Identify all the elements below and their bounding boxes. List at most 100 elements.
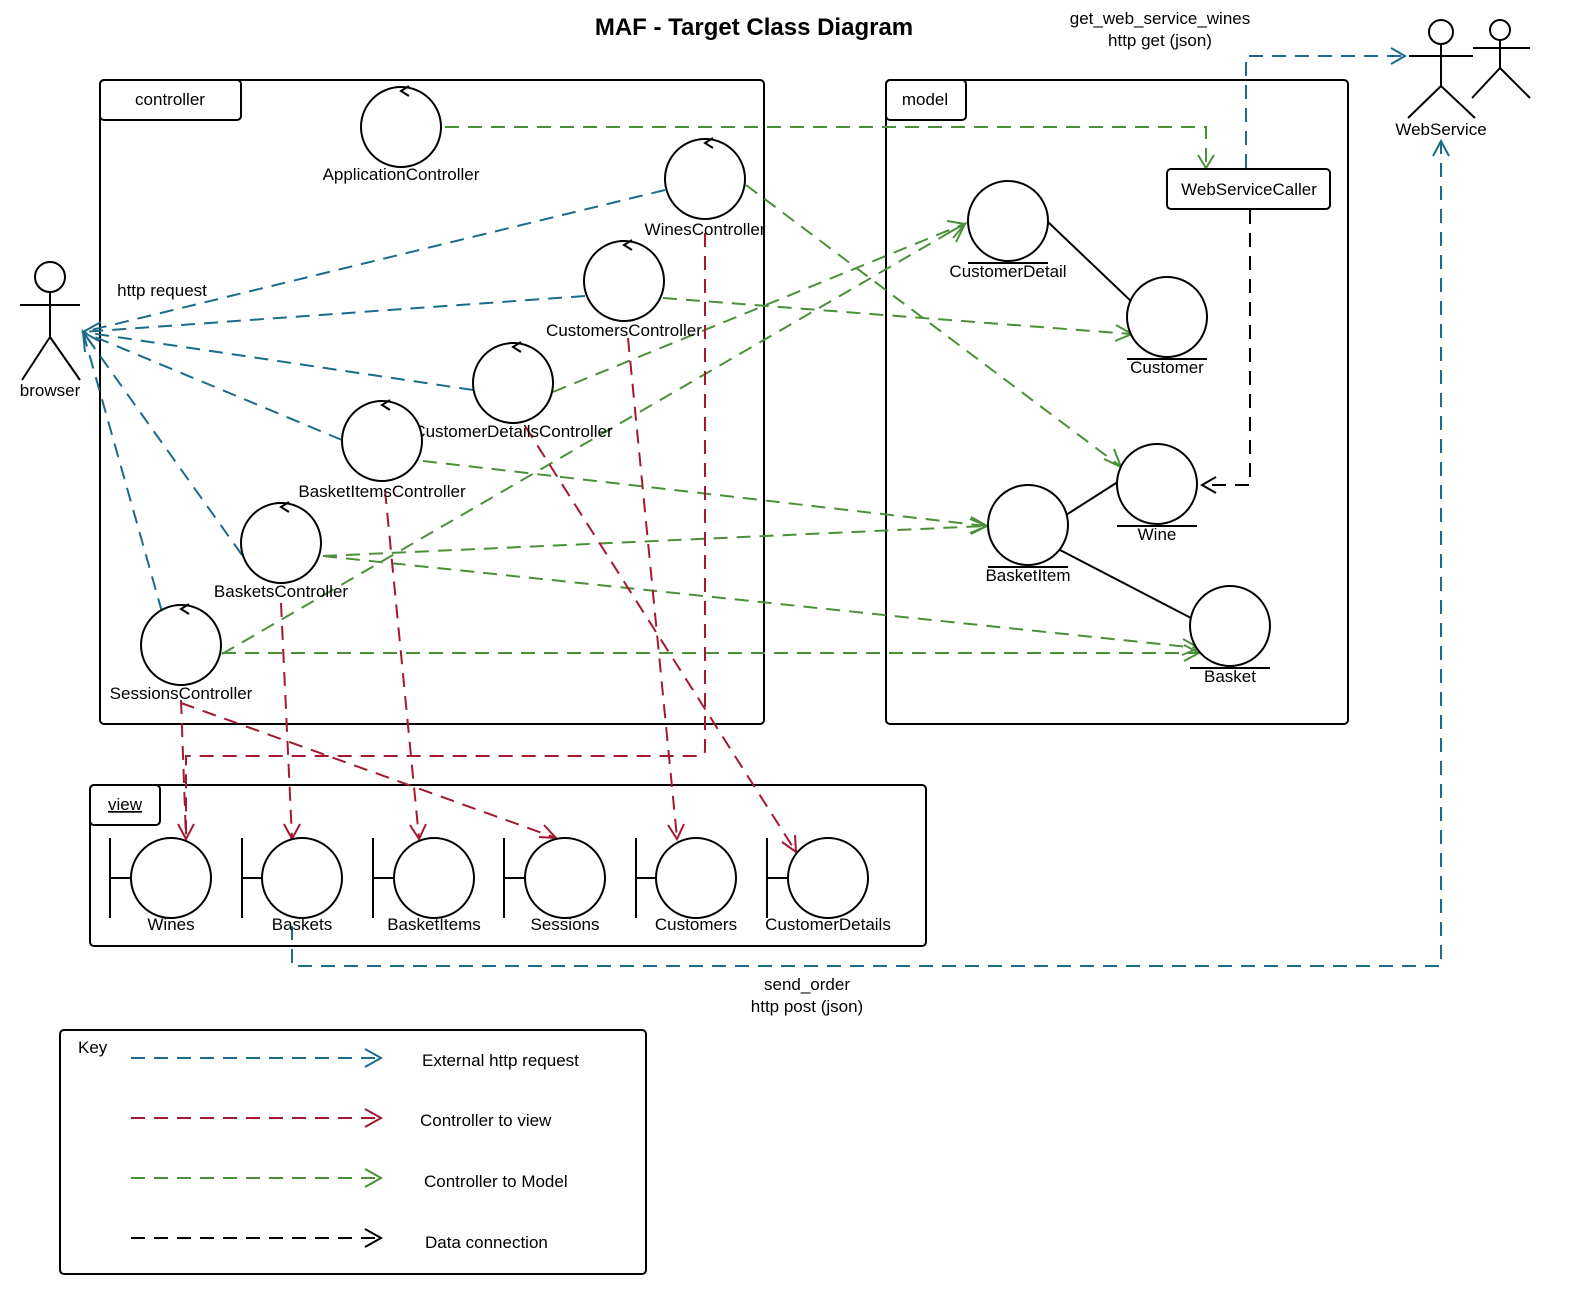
control-arrow-icon xyxy=(622,239,633,251)
webservice-actor: WebService xyxy=(1395,19,1531,139)
customers-view: Customers xyxy=(635,837,737,934)
application-controller: ApplicationController xyxy=(323,85,480,184)
basket-items-view: BasketItems xyxy=(372,837,481,934)
stick-figure-icon xyxy=(1407,19,1476,119)
svg-text:CustomerDetails: CustomerDetails xyxy=(765,915,891,934)
legend-item-controller-to-model: Controller to Model xyxy=(131,1168,568,1191)
basketitems-to-browser-connection xyxy=(82,331,343,441)
controller-package-label: controller xyxy=(135,90,205,109)
basketitems-controller-to-basketitems-view-connection xyxy=(384,489,420,839)
customers-controller-to-customers-view-connection xyxy=(627,337,678,839)
svg-text:CustomerDetail: CustomerDetail xyxy=(949,262,1066,281)
legend-item-controller-to-view: Controller to view xyxy=(131,1108,552,1130)
webservicecaller-to-webservice-connection xyxy=(1245,55,1403,168)
control-arrow-icon xyxy=(279,501,290,513)
baskets-controller: BasketsController xyxy=(214,501,349,601)
customers-to-customer-connection xyxy=(662,297,1132,335)
wines-view: Wines xyxy=(109,837,212,934)
send-order-protocol-label: http post (json) xyxy=(751,997,863,1016)
svg-text:BasketItem: BasketItem xyxy=(985,566,1070,585)
get-wines-label: get_web_service_wines xyxy=(1070,9,1251,28)
svg-text:Customers: Customers xyxy=(655,915,737,934)
svg-text:WinesController: WinesController xyxy=(645,220,766,239)
customer-details-view: CustomerDetails xyxy=(765,837,891,934)
customerdetails-to-browser-connection xyxy=(82,331,474,391)
external-http-connections xyxy=(80,47,1450,967)
svg-text:Wine: Wine xyxy=(1138,525,1177,544)
svg-text:BasketItemsController: BasketItemsController xyxy=(298,482,466,501)
baskets-view: Baskets xyxy=(241,837,343,934)
customerdetails-to-customerdetail-connection xyxy=(552,223,965,393)
stick-figure-icon xyxy=(20,261,81,381)
webservicecaller-class: WebServiceCaller xyxy=(1166,168,1331,210)
controller-to-model-connections xyxy=(221,126,1215,662)
svg-text:Controller to view: Controller to view xyxy=(420,1111,552,1130)
basket-entity: Basket xyxy=(1189,585,1271,686)
baskets-to-basket-connection xyxy=(322,555,1199,649)
view-package-label: view xyxy=(108,795,143,814)
application-to-webservicecaller-connection xyxy=(445,126,1207,166)
webservice-label: WebService xyxy=(1395,120,1486,139)
svg-text:ApplicationController: ApplicationController xyxy=(323,165,480,184)
wines-to-browser-connection xyxy=(82,189,666,333)
customers-controller: CustomersController xyxy=(546,239,702,340)
controller-to-view-connections xyxy=(177,233,798,855)
sessions-to-browser-connection xyxy=(82,331,163,613)
svg-text:Sessions: Sessions xyxy=(531,915,600,934)
baskets-to-basketitem-connection xyxy=(322,525,987,557)
customer-entity: Customer xyxy=(1126,276,1208,377)
svg-text:Customer: Customer xyxy=(1130,358,1204,377)
get-wines-protocol-label: http get (json) xyxy=(1108,31,1212,50)
customers-to-browser-connection xyxy=(82,295,586,333)
diagram-title: MAF - Target Class Diagram xyxy=(595,14,913,41)
http-request-label: http request xyxy=(117,281,207,300)
svg-text:SessionsController: SessionsController xyxy=(110,684,253,703)
send-order-label: send_order xyxy=(764,975,850,994)
legend: Key External http request Controller to … xyxy=(59,1029,647,1275)
basket-item-entity: BasketItem xyxy=(985,484,1071,585)
sessions-controller-to-sessions-view-connection xyxy=(180,702,557,839)
control-arrow-icon xyxy=(399,85,410,97)
model-package-label: model xyxy=(902,90,948,109)
baskets-view-to-webservice-connection xyxy=(291,142,1442,967)
model-package: model xyxy=(885,79,1349,725)
control-arrow-icon xyxy=(511,341,522,353)
svg-text:BasketsController: BasketsController xyxy=(214,582,349,601)
controller-package: controller xyxy=(99,79,765,725)
sessions-to-customerdetail-connection xyxy=(221,223,965,655)
svg-text:External http request: External http request xyxy=(422,1051,579,1070)
data-connections xyxy=(1199,210,1251,494)
baskets-controller-to-baskets-view-connection xyxy=(280,602,293,839)
svg-text:CustomersController: CustomersController xyxy=(546,321,702,340)
wines-controller-to-wines-view-connection xyxy=(185,233,706,838)
customer-details-controller: CustomerDetailsController xyxy=(413,341,613,441)
control-arrow-icon xyxy=(380,399,391,411)
legend-item-data-connection: Data connection xyxy=(131,1228,548,1252)
wines-to-wine-connection xyxy=(745,184,1121,467)
stick-figure-icon xyxy=(1471,19,1531,99)
svg-text:Controller to Model: Controller to Model xyxy=(424,1172,568,1191)
sessions-view: Sessions xyxy=(503,837,606,934)
svg-text:Wines: Wines xyxy=(147,915,194,934)
control-arrow-icon xyxy=(179,603,190,615)
basket-items-controller: BasketItemsController xyxy=(298,399,466,501)
svg-text:WebServiceCaller: WebServiceCaller xyxy=(1181,180,1317,199)
customer-detail-entity: CustomerDetail xyxy=(949,180,1067,281)
webservicecaller-to-wine-connection xyxy=(1205,210,1251,486)
legend-title: Key xyxy=(78,1038,108,1057)
legend-item-external-http: External http request xyxy=(131,1048,579,1070)
sessions-controller-to-wines-view-connection xyxy=(180,699,187,839)
browser-actor: browser xyxy=(20,261,81,400)
view-package: view xyxy=(89,784,927,947)
customerdetails-controller-to-customerdetails-view-connection xyxy=(524,425,797,853)
browser-label: browser xyxy=(20,381,81,400)
svg-text:CustomerDetailsController: CustomerDetailsController xyxy=(413,422,613,441)
model-associations xyxy=(1047,221,1192,619)
control-arrow-icon xyxy=(703,137,714,149)
svg-text:Basket: Basket xyxy=(1204,667,1256,686)
wines-controller: WinesController xyxy=(645,137,766,239)
svg-text:BasketItems: BasketItems xyxy=(387,915,481,934)
sessions-controller: SessionsController xyxy=(110,603,253,703)
wine-entity: Wine xyxy=(1116,443,1198,544)
